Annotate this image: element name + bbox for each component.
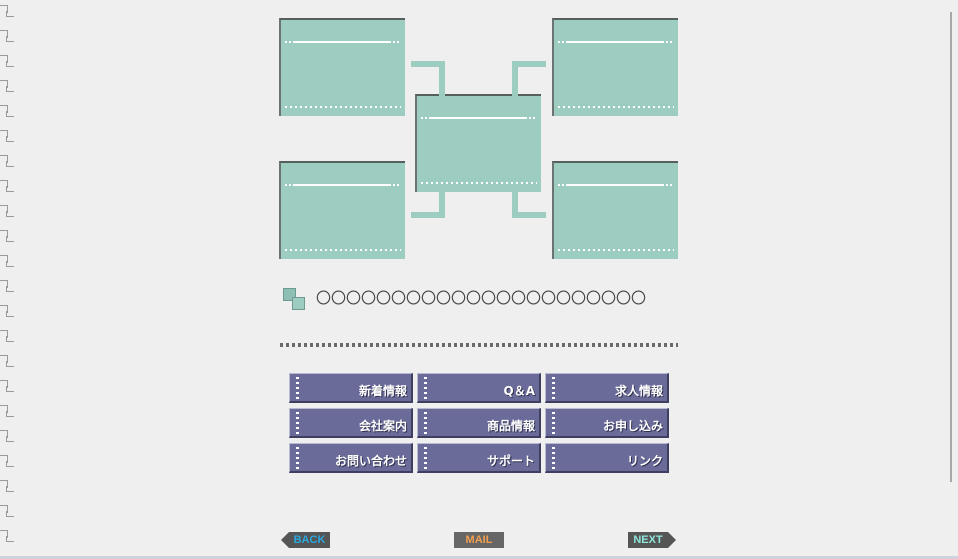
nav-button-label: Q＆A: [503, 384, 536, 398]
image-panel-center: [415, 94, 541, 192]
binding-ring: [0, 402, 14, 420]
dots-icon: [424, 447, 427, 469]
window-bottom-edge: [0, 556, 958, 559]
nav-button-label: 新着情報: [358, 384, 407, 398]
scrollbar[interactable]: [950, 12, 952, 482]
dots-icon: [296, 377, 299, 399]
nav-button-news[interactable]: 新着情報: [289, 373, 413, 403]
connector-bottom-left: [411, 192, 445, 218]
binding-ring: [0, 377, 14, 395]
image-panel-bottom-right: [552, 161, 678, 259]
binding-ring: [0, 327, 14, 345]
nav-button-label: サポート: [486, 454, 535, 468]
image-panel-top-left: [279, 18, 405, 116]
connector-top-right: [512, 61, 546, 100]
nav-button-links[interactable]: リンク: [545, 443, 669, 473]
binding-ring: [0, 277, 14, 295]
image-panel-bottom-left: [279, 161, 405, 259]
divider: [280, 343, 678, 347]
page-title: 〇〇〇〇〇〇〇〇〇〇〇〇〇〇〇〇〇〇〇〇〇〇: [316, 289, 647, 307]
image-panel-top-right: [552, 18, 678, 116]
nav-button-apply[interactable]: お申し込み: [545, 408, 669, 438]
binding-ring: [0, 227, 14, 245]
binding-ring: [0, 2, 14, 20]
binding-ring: [0, 77, 14, 95]
next-button[interactable]: NEXT: [628, 532, 676, 548]
binding-ring: [0, 152, 14, 170]
dots-icon: [424, 412, 427, 434]
dots-icon: [296, 412, 299, 434]
binding-ring: [0, 252, 14, 270]
nav-button-label: お問い合わせ: [334, 454, 407, 468]
nav-button-label: お申し込み: [602, 419, 663, 433]
nav-button-contact[interactable]: お問い合わせ: [289, 443, 413, 473]
nav-button-support[interactable]: サポート: [417, 443, 541, 473]
binding-ring: [0, 127, 14, 145]
binding-ring: [0, 502, 14, 520]
binding-ring: [0, 527, 14, 545]
binding-ring: [0, 27, 14, 45]
nav-button-label: 商品情報: [486, 419, 535, 433]
nav-button-label: 求人情報: [614, 384, 663, 398]
binding-rings: [0, 0, 16, 559]
title-squares-icon: [283, 288, 305, 310]
dots-icon: [296, 447, 299, 469]
dots-icon: [424, 377, 427, 399]
binding-ring: [0, 177, 14, 195]
binding-ring: [0, 427, 14, 445]
nav-button-products[interactable]: 商品情報: [417, 408, 541, 438]
nav-button-company[interactable]: 会社案内: [289, 408, 413, 438]
binding-ring: [0, 202, 14, 220]
dots-icon: [552, 377, 555, 399]
binding-ring: [0, 102, 14, 120]
nav-button-recruit[interactable]: 求人情報: [545, 373, 669, 403]
nav-button-label: 会社案内: [358, 419, 407, 433]
nav-button-label: リンク: [626, 454, 663, 468]
dots-icon: [552, 447, 555, 469]
mail-button[interactable]: MAIL: [454, 532, 504, 548]
back-button[interactable]: BACK: [281, 532, 330, 548]
connector-bottom-right: [512, 192, 546, 218]
nav-button-qa[interactable]: Q＆A: [417, 373, 541, 403]
binding-ring: [0, 302, 14, 320]
binding-ring: [0, 352, 14, 370]
binding-ring: [0, 452, 14, 470]
dots-icon: [552, 412, 555, 434]
connector-top-left: [411, 61, 445, 100]
binding-ring: [0, 52, 14, 70]
binding-ring: [0, 477, 14, 495]
